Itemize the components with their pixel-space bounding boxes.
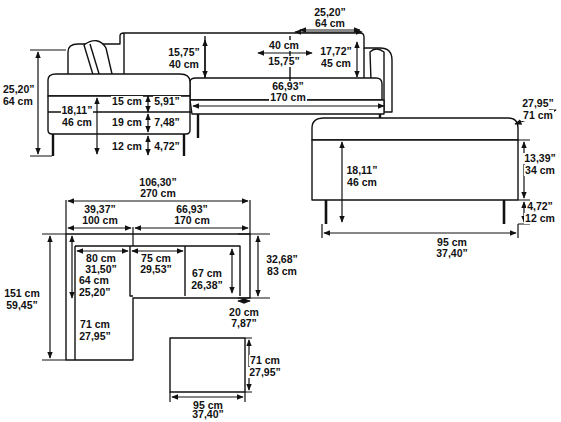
- dimension-label: 83 cm: [266, 266, 298, 277]
- dimension-label: 19 cm: [111, 117, 143, 128]
- dimension-label: 34 cm: [524, 165, 556, 176]
- dimension-label: 12 cm: [111, 141, 143, 152]
- dimension-label: 20 cm: [228, 307, 260, 318]
- dimension-label: 5,91”: [153, 96, 181, 107]
- dimension-label: 75 cm: [140, 253, 172, 264]
- dimension-label: 7,87”: [230, 318, 258, 329]
- dimension-label: 25,20”: [313, 7, 347, 18]
- dimension-label: 71 cm: [522, 110, 554, 121]
- dimension-label: 37,40”: [435, 248, 469, 259]
- dimension-label: 4,72”: [153, 141, 181, 152]
- dimension-label: 29,53”: [139, 264, 173, 275]
- dimension-label: 27,95”: [521, 98, 555, 109]
- dimension-label: 66,93”: [175, 204, 209, 215]
- dimension-label: 4,72”: [526, 201, 554, 212]
- dimension-label: 18,11”: [61, 105, 94, 116]
- dimension-label: 15,75”: [167, 47, 201, 58]
- dimension-label: 64 cm: [314, 18, 346, 29]
- dimension-label: 18,11”: [346, 165, 379, 176]
- dimension-label: 27,95”: [248, 367, 282, 378]
- dimension-label: 106,30”: [138, 177, 177, 188]
- dimension-label: 15 cm: [111, 96, 143, 107]
- dimension-label: 32,68”: [265, 254, 299, 265]
- dimension-label: 39,37”: [83, 204, 117, 215]
- dimension-label: 95 cm: [436, 237, 468, 248]
- dimension-label: 12 cm: [524, 213, 556, 224]
- dimension-label: 71 cm: [79, 319, 111, 330]
- dimension-label: 46 cm: [346, 177, 378, 188]
- dimension-label: 25,20”: [78, 287, 112, 298]
- dimension-label: 170 cm: [269, 92, 307, 103]
- dimension-label: 46 cm: [61, 117, 93, 128]
- dimension-label: 67 cm: [191, 268, 223, 279]
- dimension-label: 37,40”: [191, 409, 225, 420]
- dimension-label: 26,38”: [190, 280, 224, 291]
- dimension-label: 66,93”: [271, 81, 305, 92]
- dimension-label: 25,20”: [2, 84, 36, 95]
- dimension-label: 151 cm: [3, 288, 41, 299]
- dimension-label: 71 cm: [249, 355, 281, 366]
- dimension-label: 27,95”: [78, 331, 112, 342]
- dimension-label: 170 cm: [173, 215, 211, 226]
- dimension-label: 80 cm: [85, 253, 117, 264]
- dimension-label: 45 cm: [320, 58, 352, 69]
- dimension-label: 40 cm: [268, 40, 300, 51]
- dimension-label: 59,45”: [5, 300, 39, 311]
- dimension-label: 40 cm: [168, 59, 200, 70]
- dimension-label: 7,48”: [153, 117, 181, 128]
- dimension-label: 64 cm: [78, 275, 110, 286]
- dimension-label: 13,39”: [523, 153, 557, 164]
- dimension-label: 15,75”: [267, 56, 301, 67]
- dimension-label: 64 cm: [2, 96, 34, 107]
- dimension-label: 17,72”: [319, 46, 353, 57]
- dimension-label: 270 cm: [139, 188, 177, 199]
- dimension-label: 100 cm: [81, 215, 119, 226]
- dimension-label: 31,50”: [84, 264, 118, 275]
